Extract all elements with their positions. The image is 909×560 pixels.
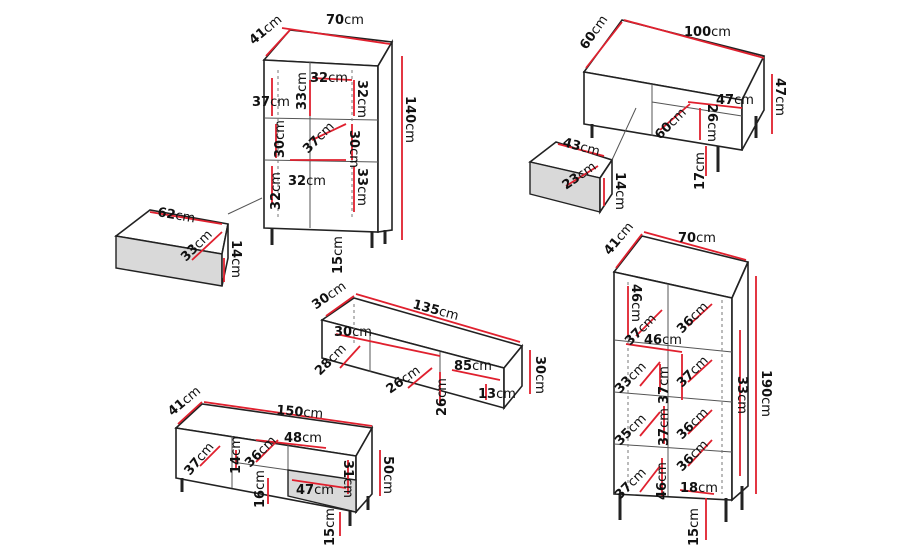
bookcase-cell-l4b-label: 46cm bbox=[655, 462, 670, 500]
bookcase-cell-r5-label: 18cm bbox=[680, 481, 718, 496]
tall-cell-h-top-label: 33cm bbox=[295, 72, 310, 110]
tall-cabinet: 41cm 70cm 140cm 37cm 32cm 33cm 32cm 30cm… bbox=[247, 12, 417, 274]
coffee-table: 60cm 100cm 47cm 47cm 60cm 26cm 17cm bbox=[577, 13, 787, 190]
tall-cell-w-bottom-label: 32cm bbox=[288, 174, 326, 189]
bench-mid-h-label: 26cm bbox=[435, 378, 450, 416]
tall-cell-h-mid-label: 30cm bbox=[273, 120, 288, 158]
drawer-right-h-label: 14cm bbox=[612, 172, 627, 210]
bench-top-shelf-label: 30cm bbox=[334, 325, 372, 340]
sideboard-mid-h-label: 14cm bbox=[229, 436, 244, 474]
sideboard-leg-label: 15cm bbox=[323, 508, 338, 546]
bench-height-label: 30cm bbox=[532, 356, 547, 394]
bookcase: 41cm 70cm 190cm 33cm 46cm 46cm 37cm 36cm… bbox=[601, 220, 773, 546]
sideboard-width-label: 150cm bbox=[276, 403, 324, 422]
tall-cell-h-bottom-label: 32cm bbox=[269, 172, 284, 210]
coffee-height-label: 47cm bbox=[772, 78, 787, 116]
bookcase-col-w-label: 46cm bbox=[644, 333, 682, 348]
tall-leg-label: 15cm bbox=[331, 236, 346, 274]
bookcase-col-h-label: 46cm bbox=[628, 284, 643, 322]
drawer-left-w-label: 62cm bbox=[156, 205, 196, 226]
tall-shelf-top-label: 37cm bbox=[252, 95, 290, 110]
tall-inner-h-right-label: 32cm bbox=[354, 80, 369, 118]
bench-right-w-label: 85cm bbox=[454, 359, 492, 374]
tall-cell-w-top-label: 32cm bbox=[310, 71, 348, 86]
tall-cell-w-mid-label: 30cm bbox=[346, 130, 361, 168]
tall-width-label: 70cm bbox=[326, 13, 364, 28]
bookcase-leg-label: 15cm bbox=[687, 508, 702, 546]
bookcase-width-label: 70cm bbox=[678, 231, 716, 246]
bookcase-cell-l3b-label: 37cm bbox=[657, 408, 672, 446]
tall-inner-h-bottom-label: 33cm bbox=[354, 168, 369, 206]
bench-right-h-label: 13cm bbox=[478, 387, 516, 402]
coffee-leg-label: 17cm bbox=[693, 152, 708, 190]
sideboard: 41cm 150cm 50cm 37cm 14cm 36cm 48cm 47cm… bbox=[165, 384, 395, 546]
tv-bench: 30cm 135cm 30cm 30cm 28cm 26cm 26cm 85cm… bbox=[309, 279, 547, 416]
sideboard-drawer-h-label: 16cm bbox=[253, 470, 268, 508]
sideboard-right-h-label: 31cm bbox=[340, 460, 355, 498]
bookcase-inner-h-label: 33cm bbox=[734, 376, 749, 414]
drawer-right: 43cm 23cm 14cm bbox=[528, 107, 637, 215]
sideboard-height-label: 50cm bbox=[380, 456, 395, 494]
coffee-width-label: 100cm bbox=[684, 25, 731, 40]
drawer-left-h-label: 14cm bbox=[228, 240, 243, 278]
bookcase-cell-l2b-label: 37cm bbox=[657, 366, 672, 404]
sideboard-drawer-w-label: 47cm bbox=[296, 483, 334, 498]
coffee-shelf-h-label: 26cm bbox=[704, 104, 719, 142]
tall-height-label: 140cm bbox=[402, 96, 417, 143]
drawer-left: 62cm 33cm 14cm bbox=[114, 197, 263, 287]
sideboard-mid-w-label: 48cm bbox=[284, 431, 322, 446]
coffee-shelf-w-label: 47cm bbox=[716, 93, 754, 108]
bookcase-height-label: 190cm bbox=[758, 370, 773, 417]
